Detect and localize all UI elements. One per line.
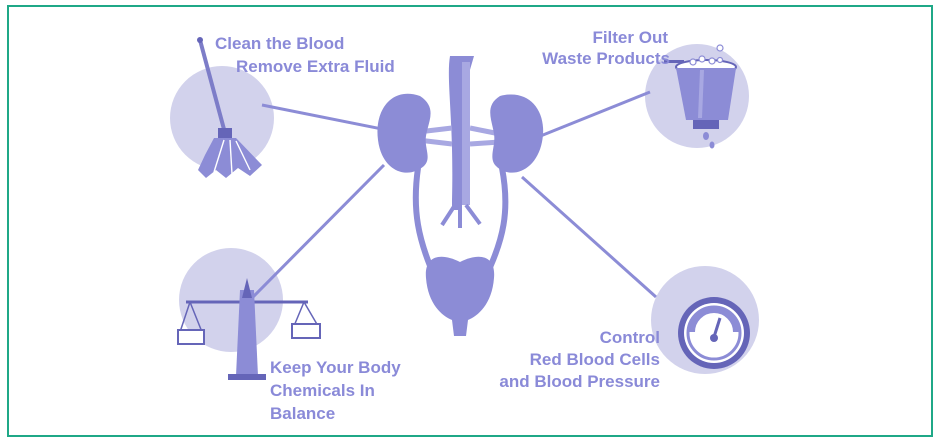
filter-out-label: Filter Out xyxy=(560,27,668,48)
pressure-gauge-icon xyxy=(678,297,750,369)
keep-body-label: Keep Your Body xyxy=(270,357,401,378)
connector-clean xyxy=(262,105,392,131)
waste-products-label: Waste Products xyxy=(520,48,670,69)
chemicals-in-label: Chemicals In xyxy=(270,380,375,401)
connector-balance xyxy=(246,165,384,304)
clean-blood-label: Clean the Blood xyxy=(215,33,344,54)
kidneys-bladder-icon xyxy=(377,56,543,336)
connector-filter xyxy=(538,92,650,137)
connector-control xyxy=(522,177,656,297)
blood-pressure-label: and Blood Pressure xyxy=(450,371,660,392)
control-label: Control xyxy=(520,327,660,348)
red-blood-cells-label: Red Blood Cells xyxy=(480,349,660,370)
remove-fluid-label: Remove Extra Fluid xyxy=(236,56,395,77)
balance-label: Balance xyxy=(270,403,335,424)
